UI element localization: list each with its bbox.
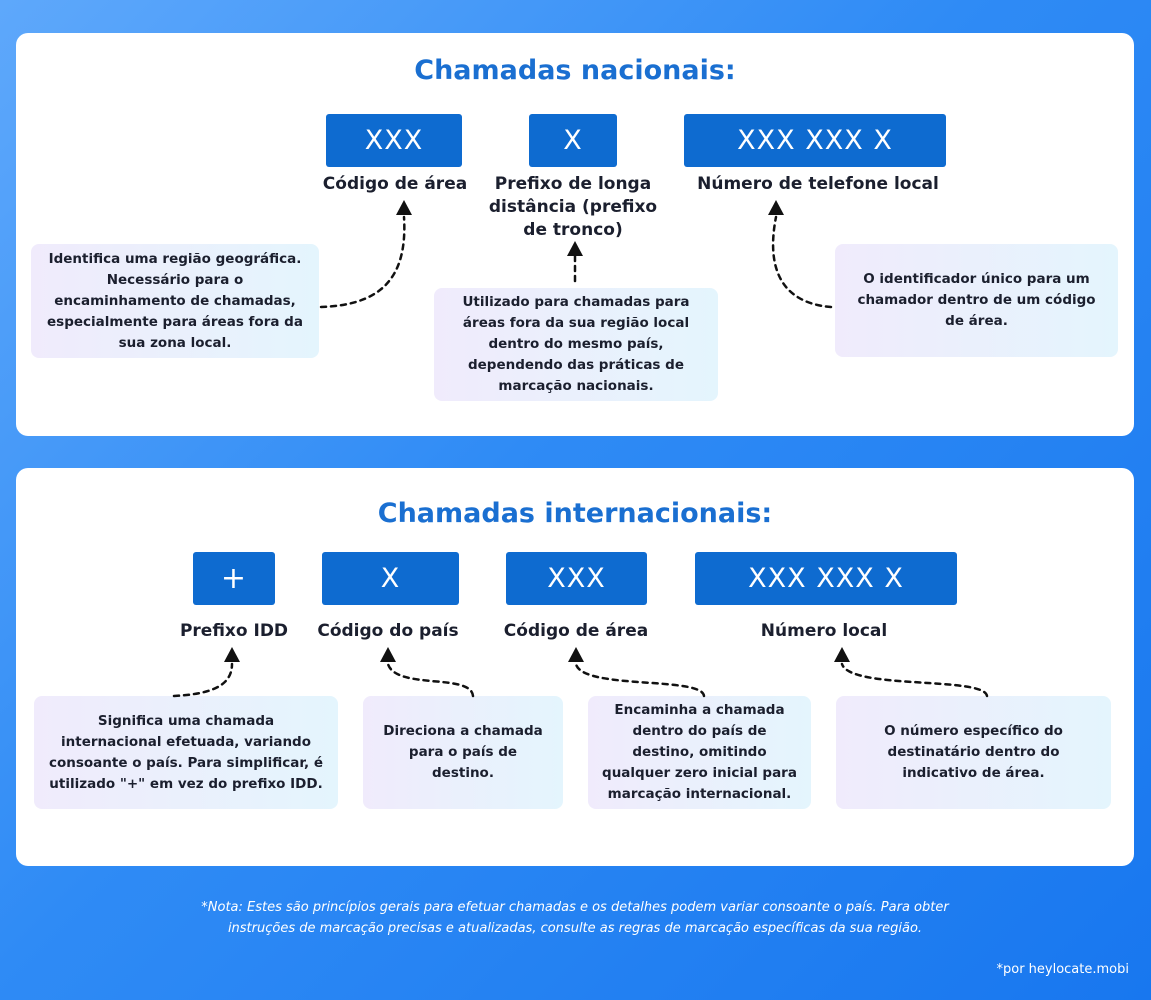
credit: *por heylocate.mobi — [996, 962, 1129, 977]
international-connector-arrows — [172, 647, 989, 698]
national-area-code-box: XXX — [326, 114, 462, 167]
international-arrow-local-number — [840, 662, 989, 698]
international-country-code-label: Código do país — [317, 621, 459, 641]
national-calls-panel: Chamadas nacionais: XXX X XXX XXX X Códi… — [16, 33, 1134, 436]
national-connector-arrows — [319, 200, 833, 309]
international-arrowhead-area-code — [568, 647, 584, 662]
international-area-code-box: XXX — [506, 552, 647, 605]
international-area-code-note: Encaminha a chamada dentro do país de de… — [588, 696, 811, 809]
national-arrowhead-area-code — [396, 200, 412, 215]
international-area-code-label: Código de área — [503, 621, 649, 641]
international-country-code-note: Direciona a chamada para o país de desti… — [363, 696, 563, 809]
national-arrowhead-local-number — [768, 200, 784, 215]
national-title: Chamadas nacionais: — [414, 55, 736, 86]
national-trunk-prefix-label: Prefixo de longa distância (prefixo de t… — [488, 174, 658, 240]
international-arrowhead-local-number — [834, 647, 850, 662]
international-local-number-note: O número específico do destinatário dent… — [836, 696, 1111, 809]
international-country-code-box: X — [322, 552, 459, 605]
international-local-number-label: Número local — [760, 621, 888, 641]
national-area-code-label: Código de área — [322, 174, 468, 194]
national-local-number-box: XXX XXX X — [684, 114, 946, 167]
international-local-number-box: XXX XXX X — [695, 552, 957, 605]
national-area-code-note: Identifica uma região geográfica. Necess… — [31, 244, 319, 358]
international-arrow-area-code — [574, 662, 706, 698]
international-idd-prefix-note: Significa uma chamada internacional efet… — [34, 696, 338, 809]
international-arrow-country-code — [386, 662, 475, 698]
footnote: *Nota: Estes são princípios gerais para … — [201, 900, 949, 936]
national-arrow-area-code — [319, 215, 406, 309]
international-title: Chamadas internacionais: — [377, 498, 773, 529]
national-arrowhead-trunk-prefix — [567, 241, 583, 256]
international-idd-prefix-box: + — [193, 552, 275, 605]
national-trunk-prefix-box: X — [529, 114, 617, 167]
international-arrowhead-idd-prefix — [224, 647, 240, 662]
national-local-number-label: Número de telefone local — [697, 174, 939, 194]
national-trunk-prefix-note: Utilizado para chamadas para áreas fora … — [434, 288, 718, 401]
international-arrow-idd-prefix — [172, 662, 234, 698]
international-calls-panel: Chamadas internacionais: + X XXX XXX XXX… — [16, 468, 1134, 866]
international-idd-prefix-label: Prefixo IDD — [179, 621, 289, 641]
international-arrowhead-country-code — [380, 647, 396, 662]
national-local-number-note: O identificador único para um chamador d… — [835, 244, 1118, 357]
national-arrow-local-number — [771, 215, 833, 309]
